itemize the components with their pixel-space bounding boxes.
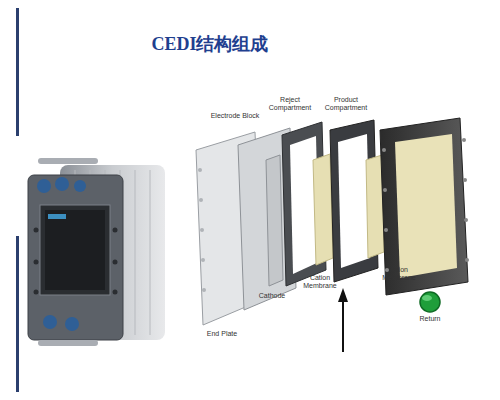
part-label: Cation Membrane [298, 274, 342, 290]
part-label: End Plate [200, 330, 244, 338]
edge-bar [16, 236, 19, 392]
part-label: Product Compartment [320, 96, 372, 112]
cedi-module [28, 158, 165, 346]
pointer-arrow [338, 288, 348, 352]
part-label: Reject Compartment [265, 96, 315, 112]
edge-bar [16, 8, 19, 136]
cation-membrane [313, 154, 333, 265]
cathode [266, 155, 283, 286]
button-label: Return [410, 315, 450, 323]
part-label: Anion Membrane [378, 266, 420, 282]
slide-title: CEDI结构组成 [0, 32, 420, 56]
return-button [420, 292, 440, 312]
part-label: Cathode [252, 292, 292, 300]
part-label: Electrode Block [205, 112, 265, 120]
